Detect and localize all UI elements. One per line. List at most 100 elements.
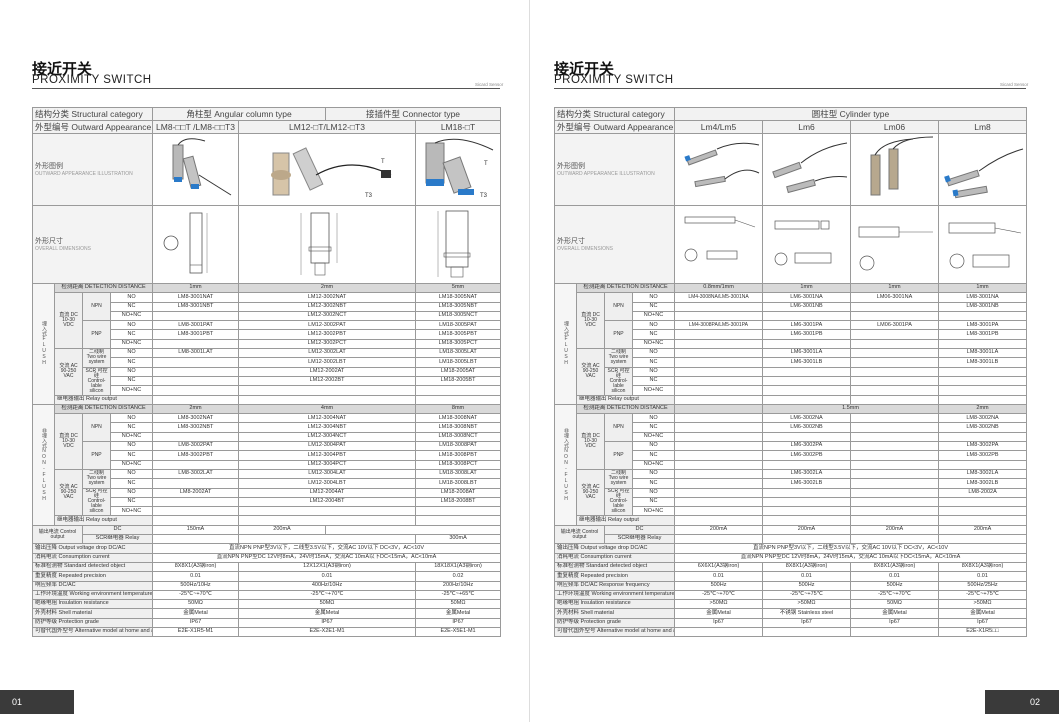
rs-9-label: 可替代国外型号 Alternative model at home and ab…: [553, 626, 676, 638]
code-lm8r: Lm8: [938, 120, 1028, 134]
drawing-lm06: [850, 205, 940, 284]
rs-3-c: 0.01: [850, 571, 940, 582]
nonflush-dist-1: 4mm: [238, 403, 417, 415]
rf-r8-d: [938, 366, 1028, 377]
f-r4-a: LM8-3001PBT: [152, 329, 240, 340]
f-r8-c: LM18-2005AT: [415, 366, 502, 377]
rs-6-d: >50MΩ: [938, 599, 1028, 610]
n-r3-c: LM18-3008PAT: [415, 441, 502, 452]
control-v1: 150mA: [152, 524, 240, 536]
spec-8-label: 防护等级 Protection grade: [31, 617, 154, 629]
header-rule-r: [554, 88, 1026, 89]
f-r6-type: NO: [109, 348, 154, 359]
rf-ac-label: 交流 AC 90-250 VAC: [576, 348, 605, 396]
flush-two-wire: 二线制 Two wire system: [82, 348, 111, 368]
angular-type: 角柱型 Angular column type: [152, 107, 327, 121]
rf-dist-3: 1mm: [938, 282, 1028, 294]
spec-3-label: 重复精度 Repeated precision: [31, 571, 154, 582]
rf-r3-t: NO: [631, 320, 676, 331]
spec-4-c: 200Hz/10Hz: [415, 580, 502, 591]
spec-8-a: IP67: [152, 617, 240, 629]
f-r4-b: LM12-3002PBT: [238, 329, 417, 340]
label-t-lm12: T: [381, 159, 385, 165]
n-r9-b: LM12-2004BT: [238, 496, 417, 508]
n-r7-b: LM12-3004LBT: [238, 478, 417, 489]
f-r10-a: [152, 385, 240, 396]
spec-7-label: 外壳材料 Shell material: [31, 608, 154, 619]
spec-0-label: 输出压降 Output voltage drop DC/AC: [31, 543, 154, 554]
rn-r10-b: [938, 506, 1028, 517]
spec-9-b: E2E-X2E1-M1: [238, 626, 417, 638]
nonflush-relay: 继电器输出 Relay output: [53, 515, 154, 526]
rs-3-a: 0.01: [674, 571, 764, 582]
control-dc-r: DC: [603, 524, 676, 536]
rf-r4-c: [850, 329, 940, 340]
f-r0-a: LM8-3001NAT: [152, 292, 240, 303]
n-r1-b: LM12-3004NBT: [238, 422, 417, 433]
code-lm4: Lm4/Lm5: [674, 120, 764, 134]
f-r8-b: LM12-2002AT: [238, 366, 417, 377]
rs-6-b: >50MΩ: [762, 599, 852, 610]
f-r2-c: LM18-3005NCT: [415, 310, 502, 322]
rs-3-d: 0.01: [938, 571, 1028, 582]
rn-r1-t: NC: [631, 422, 676, 433]
rf-pnp: PNP: [604, 320, 633, 350]
spec-4-a: 500Hz/10Hz: [152, 580, 240, 591]
rs-2-d: 8X8X1(A3钢iron): [938, 561, 1028, 573]
f-r1-type: NC: [109, 301, 154, 312]
n-r1-type: NC: [109, 422, 154, 433]
rs-1-label: 消耗电流 Consumption current: [553, 552, 676, 563]
f-r0-type: NO: [109, 292, 154, 303]
structural-label: 结构分类 Structural category: [31, 107, 154, 121]
n-r6-a: LM8-3002LAT: [152, 468, 240, 480]
rf-r1-d: LM8-3001NB: [938, 301, 1028, 312]
rc-v0: 200mA: [674, 524, 764, 536]
rn-r4-t: NC: [631, 450, 676, 461]
rf-r7-a: [674, 357, 764, 368]
drawing-lm4: [674, 205, 764, 284]
rn-r9-a: [762, 496, 852, 508]
rf-r9-a: [674, 375, 764, 387]
rf-r0-c: LM06-3001NA: [850, 292, 940, 303]
f-r5-c: LM18-3005PCT: [415, 338, 502, 350]
rs-7-b: 不锈钢 Stainless steel: [762, 608, 852, 619]
n-r9-a: [152, 496, 240, 508]
n-r10-type: NO+NC: [109, 506, 154, 517]
control-v3: 300mA: [415, 533, 502, 545]
spec-0-val: 直流NPN PNP型3V以下，二线型3.5V以下，交流AC 10V以下 DC<3…: [152, 543, 502, 554]
n-r0-a: LM8-3002NAT: [152, 413, 240, 424]
rf-r7-d: LM8-3001LB: [938, 357, 1028, 368]
f-r10-type: NO+NC: [109, 385, 154, 396]
rs-7-c: 金属Metal: [850, 608, 940, 619]
flush-pnp: PNP: [82, 320, 111, 350]
rf-r5-t: NO+NC: [631, 338, 676, 350]
rs-0-val: 直流NPN PNP型3V以下，二线型3.5V以下，交流AC 10V以下 DC<3…: [674, 543, 1028, 554]
page-spine: [528, 0, 530, 722]
drawing-lm12: [238, 205, 417, 284]
f-r8-a: [152, 366, 240, 377]
rf-r4-b: LM6-3001PB: [762, 329, 852, 340]
rf-r7-b: LM6-3001LB: [762, 357, 852, 368]
f-r3-c: LM18-3005PAT: [415, 320, 502, 331]
f-r5-a: [152, 338, 240, 350]
n-r2-b: LM12-3004NCT: [238, 431, 417, 443]
n-r6-b: LM12-3004LAT: [238, 468, 417, 480]
rs-3-label: 重复精度 Repeated precision: [553, 571, 676, 582]
rf-r6-d: LM8-3001LA: [938, 348, 1028, 359]
rf-r9-t: NC: [631, 375, 676, 387]
rs-7-d: 金属Metal: [938, 608, 1028, 619]
control-dc: DC: [81, 524, 154, 536]
rf-r0-a: LM4-3008NA/LM5-3001NA: [674, 292, 764, 303]
rn-r1-b: LM8-3002NB: [938, 422, 1028, 433]
f-r2-type: NO+NC: [109, 310, 154, 322]
n-r1-c: LM18-3008NBT: [415, 422, 502, 433]
label-t3-lm18: T3: [480, 193, 488, 199]
n-r4-type: NC: [109, 450, 154, 461]
dim-label-en: OVERALL DIMENSIONS: [35, 245, 91, 252]
f-r0-c: LM18-3005NAT: [415, 292, 502, 303]
rs-6-a: >50MΩ: [674, 599, 764, 610]
rn-r5-a: [762, 459, 852, 470]
rn-r10-t: NO+NC: [631, 506, 676, 517]
